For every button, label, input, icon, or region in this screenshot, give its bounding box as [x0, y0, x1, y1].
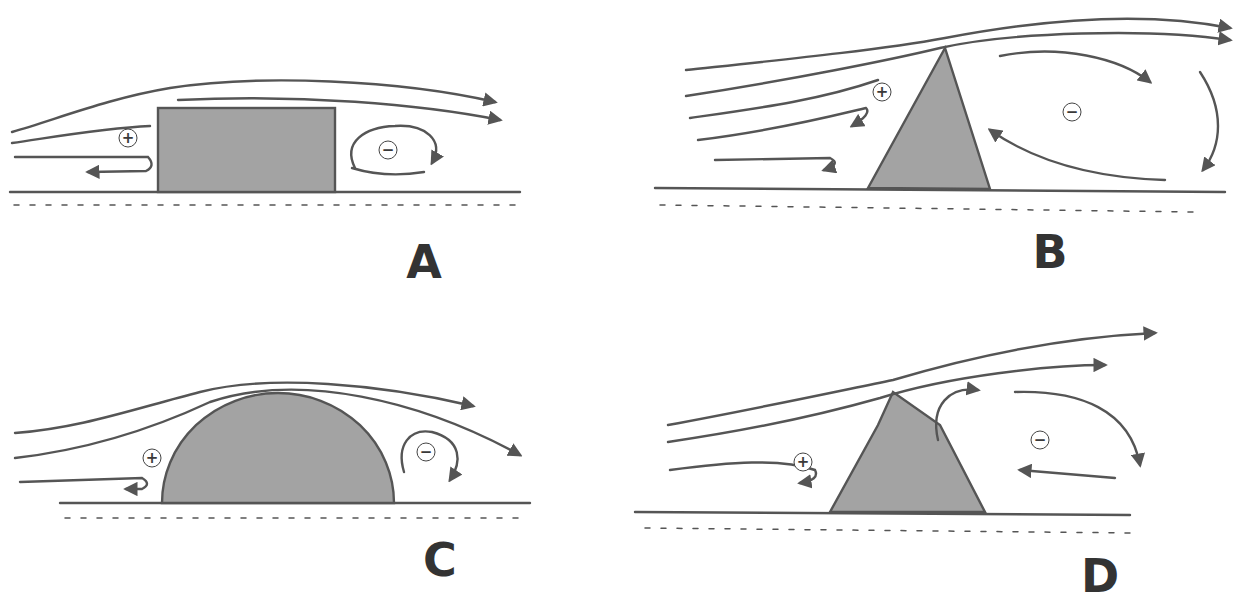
panel-letter: B: [1032, 229, 1067, 275]
ground-hatch: [660, 205, 1195, 212]
pressure-sign: −: [1063, 103, 1082, 122]
ground-hatch: [14, 204, 515, 206]
trapezoid-building: [830, 392, 985, 512]
rectangular-building: [158, 108, 335, 192]
panel-letter: C: [423, 537, 457, 583]
pressure-sign: +: [143, 449, 162, 468]
pressure-sign: −: [417, 443, 436, 462]
triangular-building: [868, 48, 990, 189]
panel-letter: D: [1081, 553, 1119, 599]
pressure-sign: −: [379, 141, 398, 160]
pressure-sign: −: [1031, 431, 1050, 450]
dome-building: [162, 393, 394, 503]
ground-hatch: [645, 528, 1135, 533]
pressure-sign: +: [794, 453, 813, 472]
pressure-sign: +: [873, 83, 892, 102]
panel-letter: A: [406, 239, 442, 285]
ground-hatch: [65, 517, 525, 519]
pressure-sign: +: [119, 129, 138, 148]
streamlines: [12, 19, 1230, 489]
